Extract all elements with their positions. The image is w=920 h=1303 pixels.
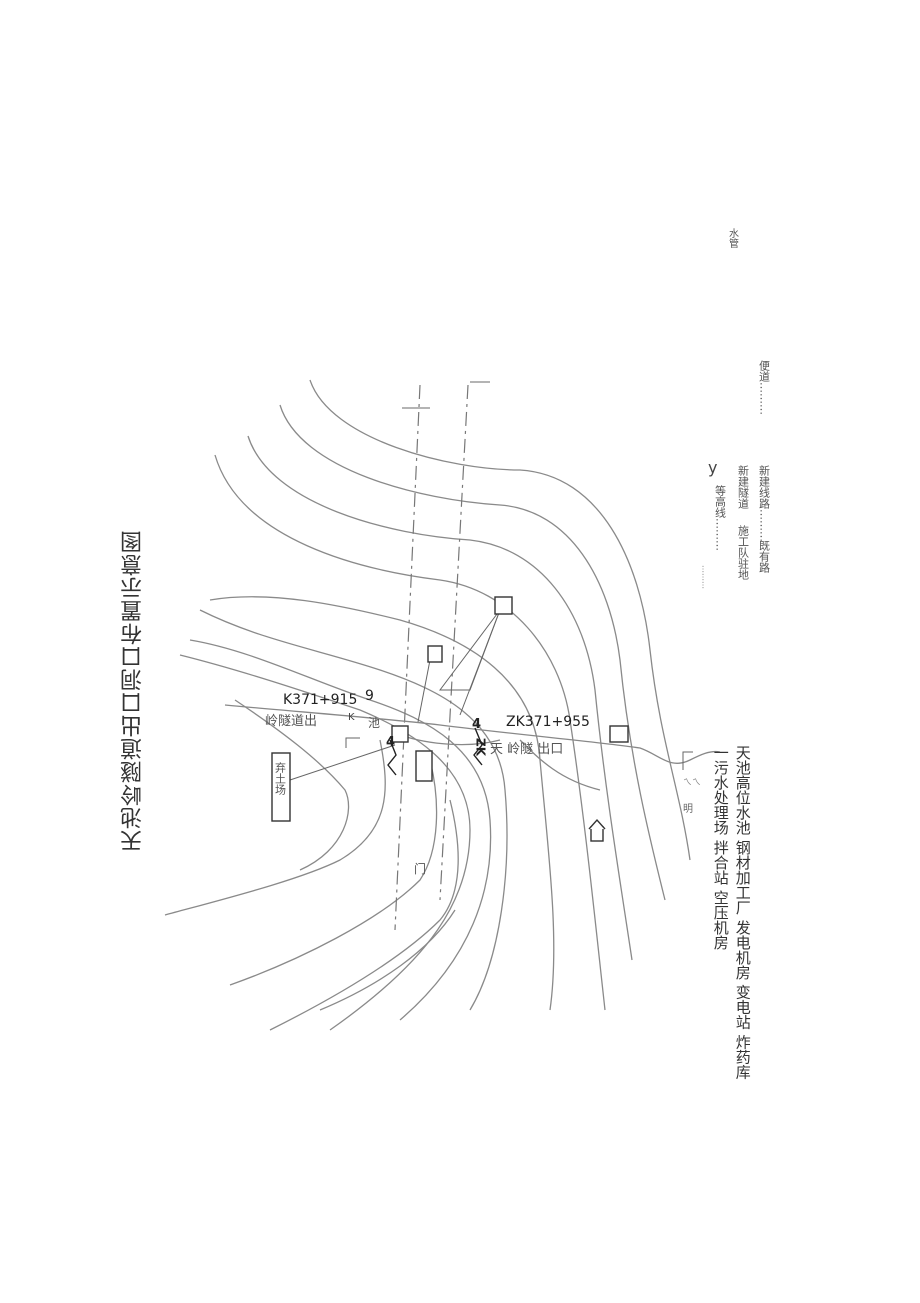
kz-right: ZK — [473, 738, 488, 756]
tunnel-exit-right: 天 岭隧 出口 — [490, 742, 564, 757]
roof-explosives — [588, 818, 606, 830]
box-center — [391, 725, 409, 743]
slag-field-label: 弃土场 — [273, 762, 287, 795]
facility-compressor: 空压机房 — [711, 889, 730, 950]
box-workshop — [494, 596, 513, 615]
small-road-marks: ㄟㄟ — [683, 778, 702, 788]
facility-substation: 变电站 — [733, 984, 752, 1030]
legend-access-road: 便道……… — [757, 360, 771, 415]
facility-list-line2: 一污水处理场 拌合站 空压机房 — [711, 745, 730, 950]
markers — [387, 727, 483, 776]
facility-generator: 发电机房 — [733, 919, 752, 980]
chainage-left: K371+915 — [283, 692, 358, 708]
facility-mixing: 拌合站 — [711, 839, 730, 885]
mark-right: 4 — [472, 717, 482, 732]
bracket-pool — [682, 751, 693, 770]
legend-water-pipe: 水管 — [726, 228, 738, 248]
legend-new-tunnel: 新建隧道 — [736, 465, 750, 509]
legend-existing-road: 既有路 — [757, 540, 771, 573]
legend-contour: 等高线……… — [713, 485, 727, 551]
tunnel-exit-left: 岭隧道出 — [265, 714, 318, 729]
chainage-left-suffix: 9 — [365, 688, 374, 704]
facility-pool: 天池 — [733, 745, 752, 775]
arch-label: 明 — [683, 804, 693, 815]
box-lower — [415, 750, 433, 782]
legend-contour-icon: y — [708, 458, 718, 477]
legend-construction-camp: 施工队驻地 — [736, 525, 750, 580]
box-right — [609, 725, 629, 743]
box-slag — [271, 752, 291, 822]
guard-label: 门 — [414, 862, 427, 876]
facility-explosives: 炸药库 — [733, 1034, 752, 1080]
facility-workshop: 钢材加工厂 — [733, 839, 752, 915]
facility-sewage: 污水处理场 — [711, 760, 730, 835]
leader-lines — [289, 609, 501, 781]
box-explosives — [590, 826, 604, 842]
pool-small-label: 池 — [368, 716, 381, 730]
facility-boxes — [271, 596, 693, 842]
bracket-left — [345, 737, 360, 748]
contour-lines — [164, 379, 691, 1031]
legend-new-line: 新建线路……… — [757, 465, 771, 542]
mark-left: 4 — [386, 735, 396, 750]
facility-list-line1: 天池高位水池 钢材加工厂 发电机房 变电站 炸药库 — [733, 745, 752, 1080]
chainage-right: ZK371+955 — [506, 714, 590, 730]
chainage-k: K — [348, 712, 355, 723]
diagram-title: 天池岭隧道出口洞口布置示意图 — [121, 530, 146, 852]
legend-small-note: ……… — [700, 565, 710, 589]
tunnel-alignment — [224, 381, 721, 931]
box-left-top — [427, 645, 443, 663]
